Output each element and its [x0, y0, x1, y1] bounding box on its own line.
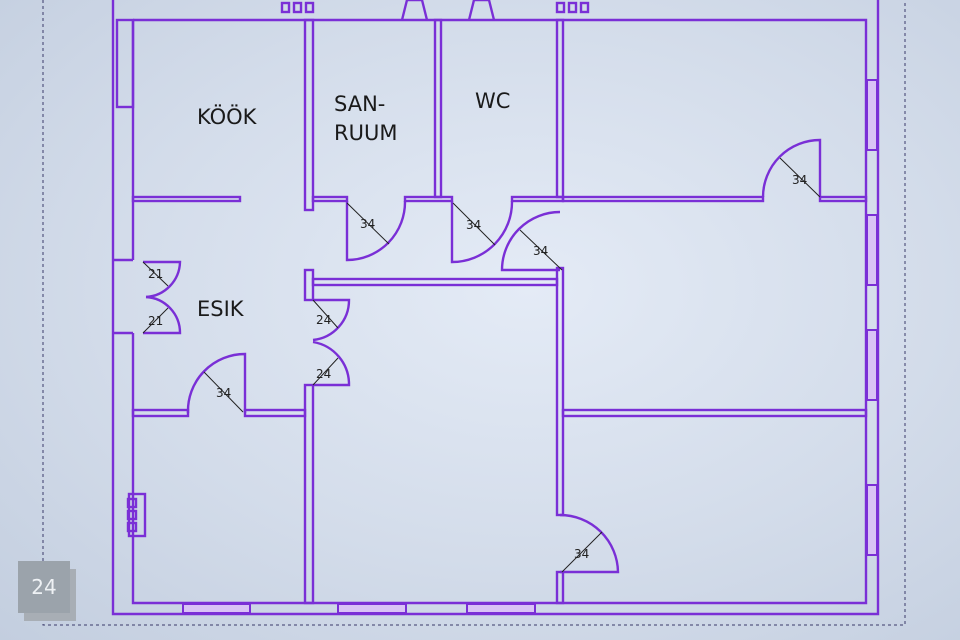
dim-label: 24	[316, 313, 331, 327]
dim-label: 34	[360, 217, 375, 231]
room-label-hall: ESIK	[197, 297, 245, 321]
doors	[143, 138, 822, 574]
radiator	[126, 492, 147, 538]
dimension-lines	[142, 157, 821, 573]
dim-label: 21	[148, 267, 163, 281]
room-label-wc: WC	[475, 89, 510, 113]
dim-label: 34	[533, 244, 548, 258]
dim-label: 34	[216, 386, 231, 400]
dim-label: 34	[574, 547, 589, 561]
room-label-kitchen: KÖÖK	[197, 104, 258, 129]
dim-label: 24	[316, 367, 331, 381]
dim-label: 34	[466, 218, 481, 232]
drawing-border	[42, 0, 906, 626]
dim-label: 21	[148, 314, 163, 328]
room-label-bath-1: SAN-	[334, 92, 385, 116]
vents	[280, 0, 590, 21]
view-cube-icon[interactable]: 24	[18, 561, 70, 613]
windows	[182, 79, 878, 614]
room-label-bath-2: RUUM	[334, 121, 397, 145]
dim-label: 34	[792, 173, 807, 187]
view-cube-label: 24	[31, 575, 57, 599]
